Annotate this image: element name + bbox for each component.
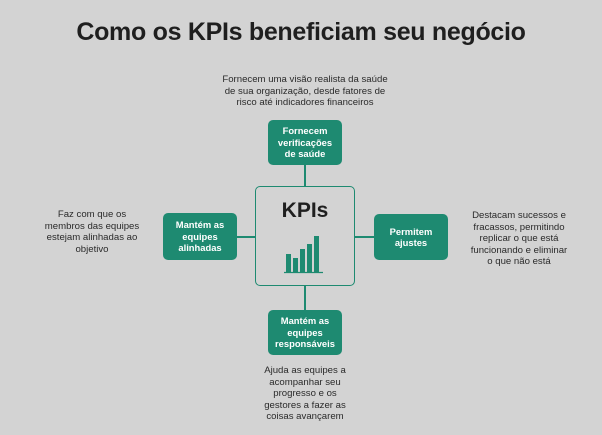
box-label-line: Permitem: [389, 225, 433, 237]
connector-bottom: [304, 286, 306, 310]
box-adjustments: Permitem ajustes: [374, 214, 448, 260]
box-label-line: Mantém as: [280, 315, 330, 327]
box-label-line: ajustes: [394, 237, 428, 248]
box-label-line: de saúde: [284, 148, 326, 160]
right-description-line: Destacam sucessos e: [472, 210, 566, 221]
box-label-line: alinhadas: [178, 242, 222, 254]
bottom-description-line: acompanhar seu: [269, 376, 341, 388]
left-description: Faz com que os membros das equipes estej…: [32, 209, 152, 255]
box-label-line: verificações: [277, 136, 333, 148]
right-description: Destacam sucessos e fracassos, permitind…: [451, 210, 587, 268]
left-description-line: membros das equipes: [44, 220, 140, 232]
box-label-line: Mantém as: [175, 219, 225, 231]
kpi-center-node: KPIs: [255, 186, 355, 286]
box-label-line: equipes: [182, 230, 218, 242]
connector-top: [304, 165, 306, 186]
bottom-description-line: progresso e os: [273, 388, 337, 399]
page-title: Como os KPIs beneficiam seu negócio: [76, 18, 526, 46]
left-description-line: objetivo: [75, 243, 109, 255]
top-description-line: risco até indicadores financeiros: [236, 97, 374, 108]
top-description: Fornecem uma visão realista da saúde de …: [200, 74, 410, 109]
top-description-line: de sua organização, desde fatores de: [224, 85, 386, 97]
left-description-line: estejam alinhadas ao: [46, 232, 138, 243]
box-accountable-teams: Mantém as equipes responsáveis: [268, 310, 342, 355]
bottom-description-line: Ajuda as equipes a: [264, 365, 346, 376]
kpi-label: KPIs: [281, 199, 329, 222]
right-description-line: fracassos, permitindo: [473, 221, 565, 233]
right-description-line: funcionando e eliminar: [470, 244, 568, 256]
right-description-line: o que não está: [487, 256, 551, 267]
top-description-line: Fornecem uma visão realista da saúde: [222, 74, 388, 85]
bottom-description: Ajuda as equipes a acompanhar seu progre…: [240, 365, 370, 423]
bottom-description-line: gestores a fazer as: [264, 399, 346, 411]
connector-left: [237, 236, 255, 238]
box-label-line: responsáveis: [275, 338, 335, 350]
bottom-description-line: coisas avançarem: [266, 411, 344, 422]
left-description-line: Faz com que os: [57, 209, 127, 220]
right-description-line: replicar o que está: [479, 233, 559, 244]
box-health-checks: Fornecem verificações de saúde: [268, 120, 342, 165]
box-label-line: equipes: [287, 326, 323, 338]
bar-chart-icon: [284, 236, 323, 274]
box-aligned-teams: Mantém as equipes alinhadas: [163, 213, 237, 260]
box-label-line: Fornecem: [282, 125, 328, 137]
connector-right: [355, 236, 374, 238]
